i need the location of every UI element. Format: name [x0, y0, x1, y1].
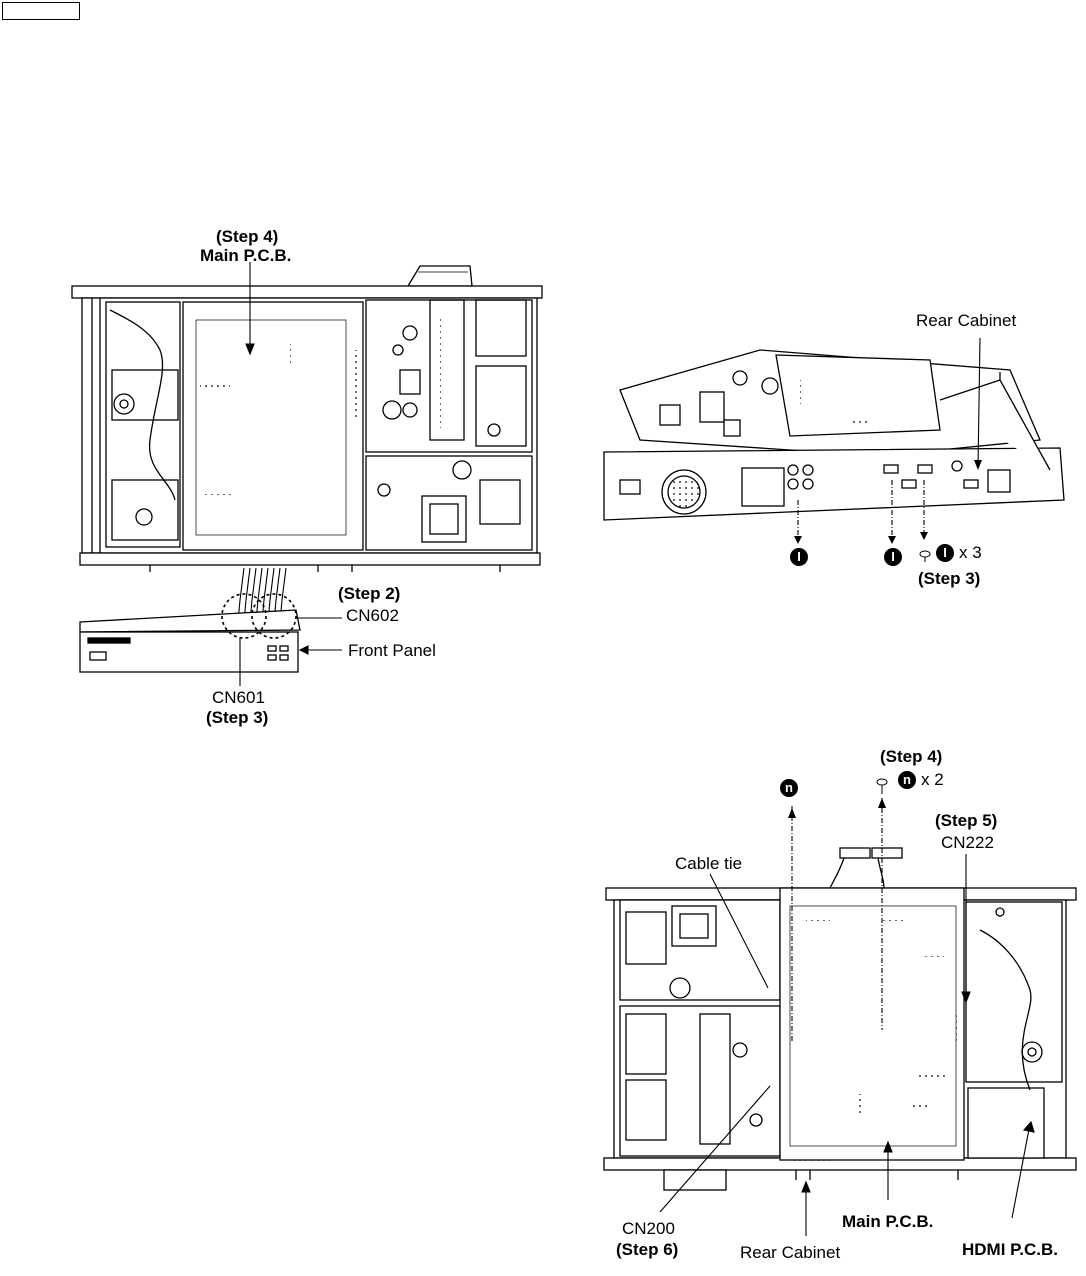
screw-n-marker: n	[780, 779, 798, 797]
bottom-right-leaders	[659, 854, 1035, 1236]
cable-tie-label: Cable tie	[675, 854, 743, 873]
screw-i-marker: I	[884, 548, 902, 566]
cn602-label: CN602	[346, 606, 399, 625]
cn200-label: CN200	[622, 1219, 675, 1238]
main-pcb-label: Main P.C.B.	[842, 1212, 934, 1231]
screw-count-label: x 3	[959, 543, 982, 562]
step3-label: (Step 3)	[918, 569, 981, 588]
step6-label: (Step 6)	[616, 1240, 679, 1259]
top-left-leaders	[239, 262, 342, 686]
rear-cabinet-label: Rear Cabinet	[740, 1243, 841, 1262]
step2-label: (Step 2)	[338, 584, 401, 603]
bottom-view-chassis	[603, 847, 1077, 1191]
rear-cabinet-label: Rear Cabinet	[916, 311, 1017, 330]
screw-n-marker: n	[898, 771, 916, 789]
screw-i-marker: I	[936, 544, 954, 562]
screw-icon	[876, 550, 931, 794]
top-view-pcb-detail	[200, 318, 443, 535]
rear-view-chassis	[603, 349, 1065, 521]
top-view-chassis	[71, 265, 543, 572]
screw-count-label: x 2	[921, 770, 944, 789]
cn222-label: CN222	[941, 833, 994, 852]
rear-screw-arrows	[797, 480, 925, 542]
step4-label: (Step 4)	[880, 747, 943, 766]
cn601-label: CN601	[212, 688, 265, 707]
front-panel	[79, 609, 301, 673]
hdmi-pcb-label: HDMI P.C.B.	[962, 1240, 1059, 1259]
page-corner-box	[2, 2, 80, 20]
step4-label: (Step 4)	[216, 227, 279, 246]
front-panel-label: Front Panel	[348, 641, 436, 660]
main-pcb-label: Main P.C.B.	[200, 246, 292, 265]
step5-label: (Step 5)	[935, 811, 998, 830]
step3-label: (Step 3)	[206, 708, 269, 727]
screw-i-marker: I	[790, 548, 808, 566]
